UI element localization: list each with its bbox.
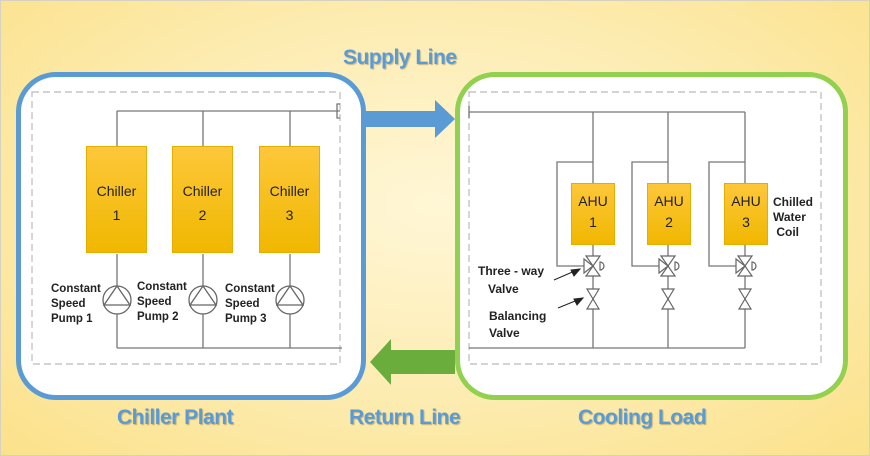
ahu-2-number: 2 xyxy=(665,214,673,230)
pointer-arrow-icon xyxy=(570,268,582,277)
three-way-valve-icon xyxy=(735,255,757,277)
load-dashed-border xyxy=(468,91,822,365)
valve-symbols xyxy=(583,255,757,310)
ahu-2-label: AHU xyxy=(654,193,684,209)
ahu-1-label: AHU xyxy=(578,193,608,209)
return-arrow-icon xyxy=(370,339,455,385)
chiller-plant-caption: Chiller Plant xyxy=(117,406,234,429)
cooling-load-caption: Cooling Load xyxy=(578,406,707,429)
ahu-2[interactable]: AHU 2 xyxy=(647,183,691,245)
ahu-3-number: 3 xyxy=(742,214,750,230)
return-line-label: Return Line xyxy=(349,406,461,429)
ahu-1-number: 1 xyxy=(589,214,597,230)
pump-icon xyxy=(102,284,132,315)
pump-icon xyxy=(275,284,305,315)
chiller-2[interactable]: Chiller 2 xyxy=(172,146,233,253)
balancing-valve-label: Balancing Valve xyxy=(489,309,547,340)
chilled-water-coil-label: Chilled Water Coil xyxy=(773,195,814,239)
chiller-3-number: 3 xyxy=(285,207,294,223)
pump-icon xyxy=(188,284,218,315)
ahu-3-label: AHU xyxy=(731,193,761,209)
supply-arrow-icon xyxy=(365,100,455,138)
supply-line-label: Supply Line xyxy=(343,46,457,69)
chiller-1-label: Chiller xyxy=(96,183,137,199)
ahu-3[interactable]: AHU 3 xyxy=(724,183,768,245)
chiller-1[interactable]: Chiller 1 xyxy=(86,146,147,253)
pump-symbols xyxy=(102,284,305,315)
chiller-3-label: Chiller xyxy=(269,183,310,199)
ahu-1[interactable]: AHU 1 xyxy=(571,183,615,245)
three-way-valve-label: Three - way Valve xyxy=(478,264,545,296)
chiller-1-number: 1 xyxy=(112,207,121,223)
balancing-valve-icon xyxy=(585,288,601,310)
plant-dashed-border xyxy=(31,91,341,365)
balancing-valve-icon xyxy=(737,288,753,310)
pump-1-label: Constant Speed Pump 1 xyxy=(51,283,101,325)
pointer-arrows xyxy=(553,268,585,309)
pump-2-label: Constant Speed Pump 2 xyxy=(137,281,187,323)
pointer-arrow-icon xyxy=(573,297,585,306)
pump-3-label: Constant Speed Pump 3 xyxy=(225,283,275,325)
chiller-3[interactable]: Chiller 3 xyxy=(259,146,320,253)
three-way-valve-icon xyxy=(583,255,605,277)
chiller-2-label: Chiller xyxy=(182,183,223,199)
three-way-valve-icon xyxy=(658,255,680,277)
chiller-2-number: 2 xyxy=(198,207,207,223)
balancing-valve-icon xyxy=(660,288,676,310)
